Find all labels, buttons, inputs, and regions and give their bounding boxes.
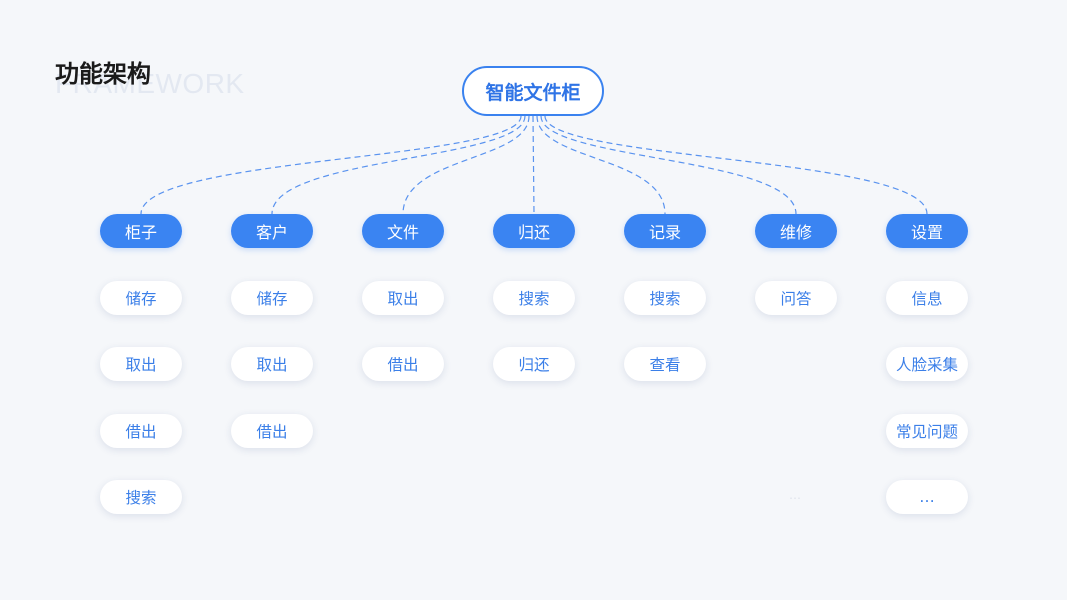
sub-node: 归还 (493, 347, 575, 381)
category-node-file: 文件 (362, 214, 444, 248)
sub-node: 查看 (624, 347, 706, 381)
category-node-cabinet: 柜子 (100, 214, 182, 248)
sub-node: 人脸采集 (886, 347, 968, 381)
category-node-repair: 维修 (755, 214, 837, 248)
sub-node-more: … (886, 480, 968, 514)
sub-node: 取出 (362, 281, 444, 315)
sub-node: 取出 (231, 347, 313, 381)
sub-node: 借出 (362, 347, 444, 381)
connector-line (140, 115, 522, 215)
sub-node: 问答 (755, 281, 837, 315)
connector-line (540, 115, 797, 215)
title-watermark: FRAMEWORK (55, 68, 245, 99)
sub-node: 取出 (100, 347, 182, 381)
sub-node: 借出 (100, 414, 182, 448)
connector-line (544, 115, 928, 215)
category-node-record: 记录 (624, 214, 706, 248)
title-block: FRAMEWORK 功能架构 (55, 54, 275, 104)
sub-node: 储存 (100, 281, 182, 315)
category-node-return: 归还 (493, 214, 575, 248)
ghost-ellipsis: … (789, 488, 801, 502)
connector-line (402, 115, 530, 215)
connector-line (532, 115, 535, 215)
sub-node: 借出 (231, 414, 313, 448)
sub-node: 信息 (886, 281, 968, 315)
connector-line (271, 115, 526, 215)
category-node-client: 客户 (231, 214, 313, 248)
connector-line (536, 115, 666, 215)
sub-node: 储存 (231, 281, 313, 315)
sub-node: 搜索 (624, 281, 706, 315)
category-node-settings: 设置 (886, 214, 968, 248)
page-title: 功能架构 (55, 60, 151, 88)
sub-node: 常见问题 (886, 414, 968, 448)
sub-node: 搜索 (100, 480, 182, 514)
root-node: 智能文件柜 (462, 66, 604, 116)
sub-node: 搜索 (493, 281, 575, 315)
